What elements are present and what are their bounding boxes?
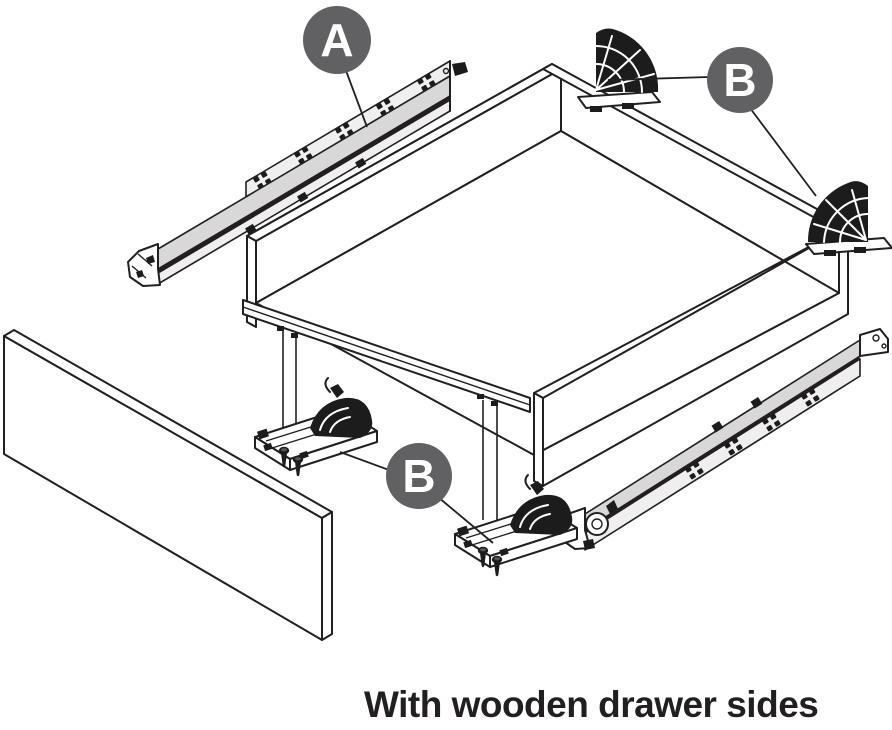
label-a-circle: [303, 6, 371, 74]
leader-b-bottom-left: [339, 451, 390, 471]
label-badge-a: A: [303, 6, 371, 74]
runner-rear-hook: [452, 62, 468, 76]
runner-dark-stripe: [584, 356, 861, 534]
label-badge-b-bottom: B: [386, 443, 452, 509]
runner-dark-stripe: [157, 96, 451, 273]
label-badge-b-top: B: [707, 47, 773, 113]
right-panel-front-edge: [533, 392, 544, 487]
label-b-bottom-circle: [386, 443, 452, 509]
rear-fixing-bracket-left: [577, 28, 661, 112]
drawer-bottom-face: [255, 130, 840, 456]
label-b-top-circle: [707, 47, 773, 113]
leader-a: [344, 67, 368, 128]
label-b-bottom-letter: B: [402, 450, 435, 502]
drawer-box: [242, 63, 849, 487]
diagram-caption: With wooden drawer sides: [364, 684, 819, 725]
rear-fixing-bracket-right: [805, 181, 892, 256]
drawer-bottom-lip: [242, 299, 531, 413]
label-b-top-letter: B: [723, 54, 756, 106]
label-a-letter: A: [320, 14, 353, 66]
runner-rear-cap: [859, 328, 889, 357]
dowel-alignment-lines: [282, 331, 498, 527]
leader-b-top-left: [607, 76, 710, 81]
drawer-runner-left: [127, 60, 468, 287]
leader-b-bottom-right: [437, 496, 494, 544]
leader-b-top-right: [749, 107, 817, 197]
runner-front-cap: [127, 243, 161, 287]
drawer-front-panel: [3, 329, 333, 641]
locking-device-left: [254, 377, 378, 477]
leader-lines: [339, 67, 817, 544]
